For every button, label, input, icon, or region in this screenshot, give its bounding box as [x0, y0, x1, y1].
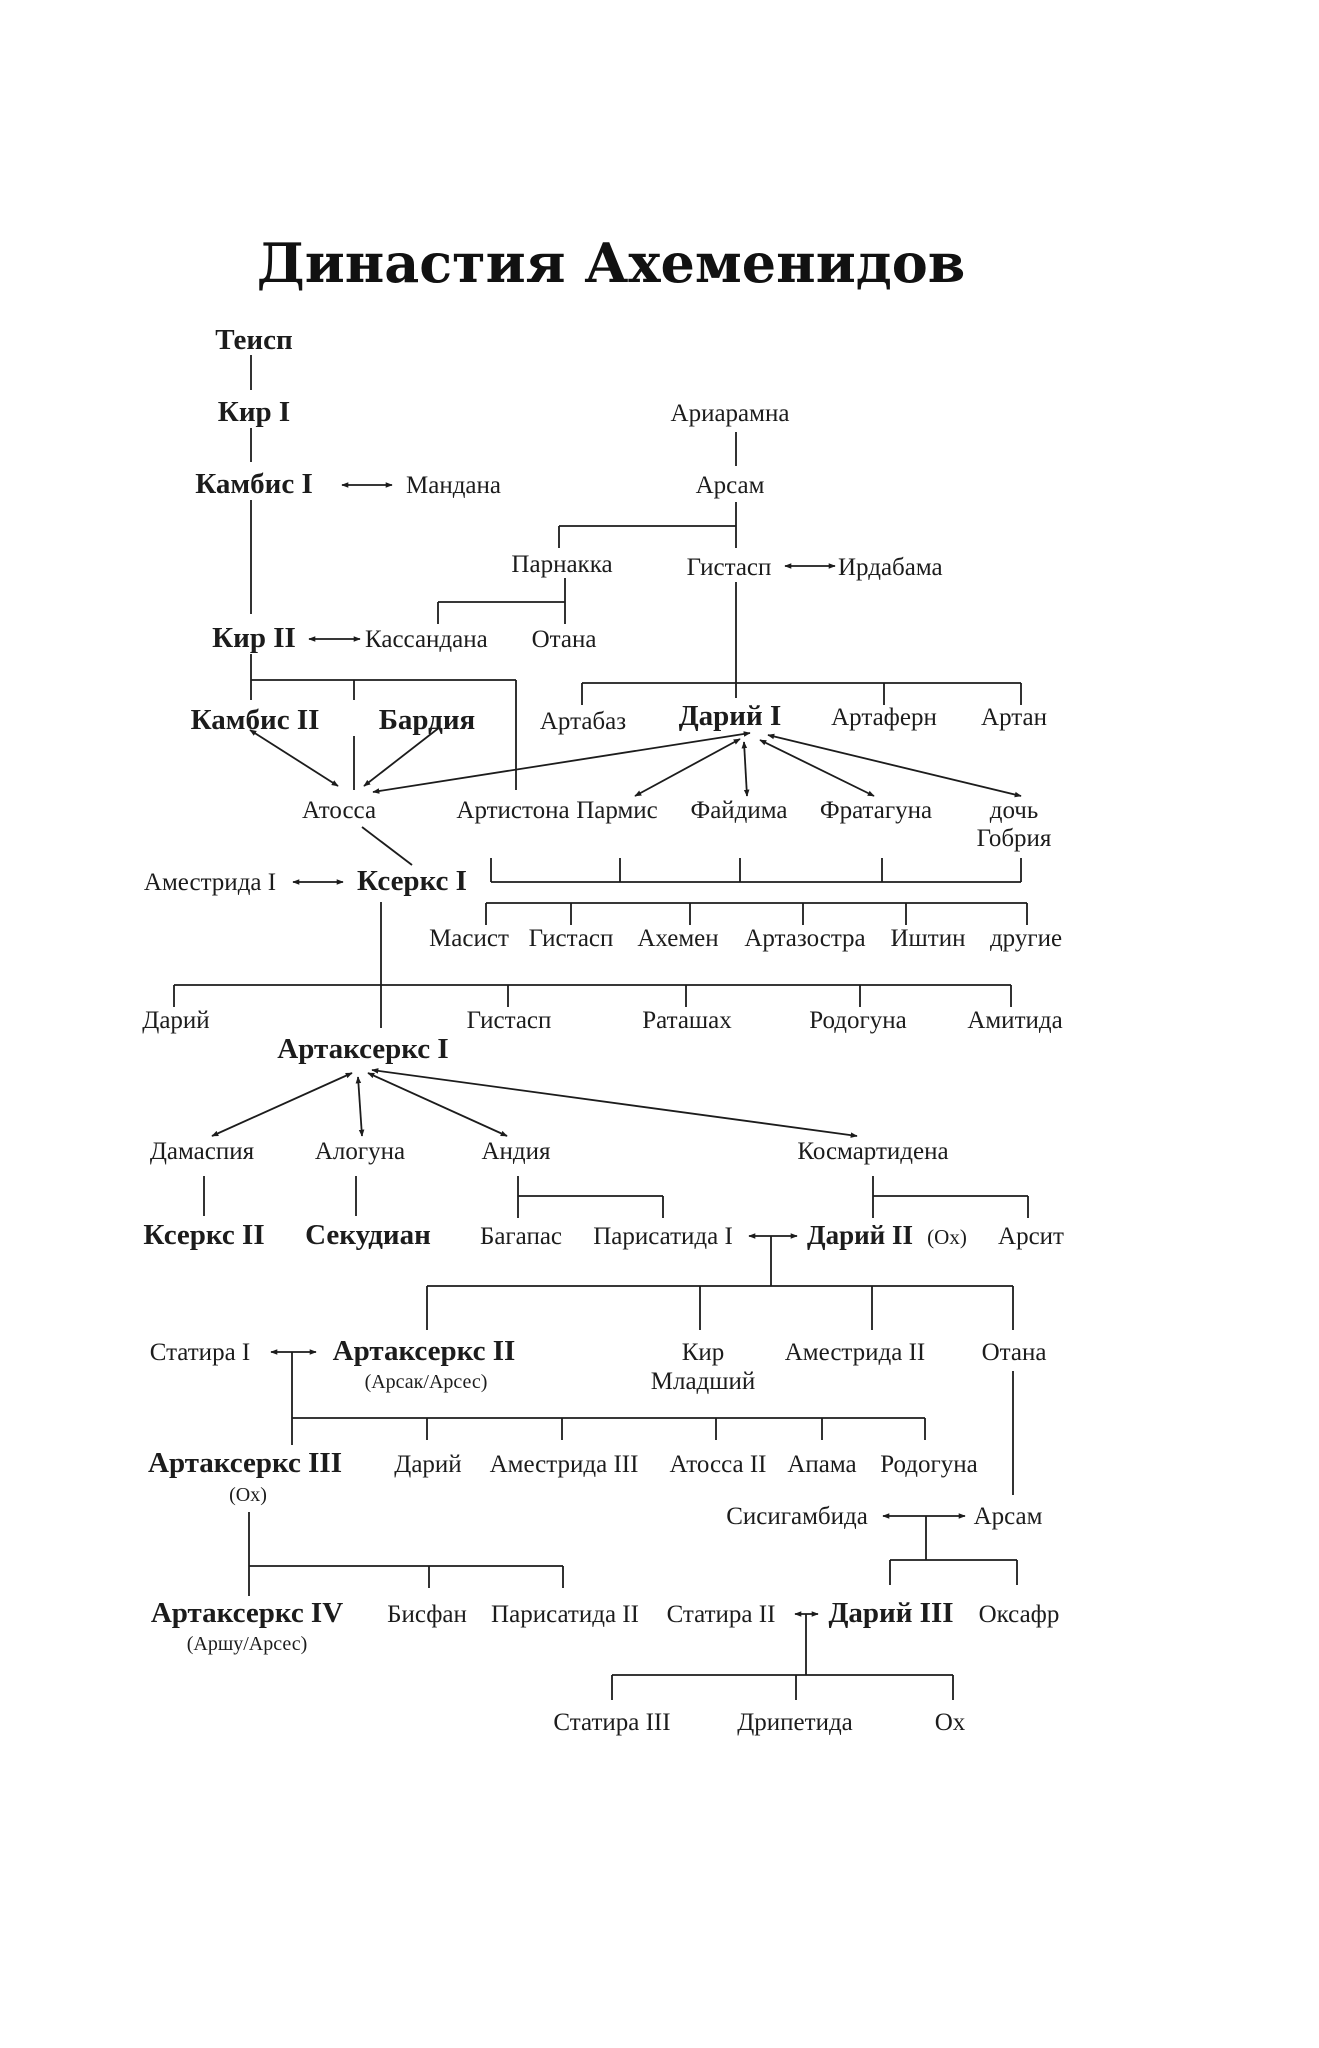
- person-darij-son: Дарий: [142, 1007, 209, 1034]
- person-amestrida-2: Аместрида II: [785, 1339, 926, 1366]
- person-artazostra: Артазостра: [744, 925, 865, 952]
- person-parmis: Пармис: [576, 797, 658, 824]
- person-artakserks-4: Артаксеркс IV: [151, 1597, 343, 1629]
- person-kambis-2: Камбис II: [191, 704, 320, 736]
- person-kosmartidena: Космартидена: [797, 1138, 948, 1165]
- person-gistasp-b: Гистасп: [529, 925, 614, 952]
- wife-arrows: [211, 726, 1022, 1138]
- person-statira-3: Статира III: [553, 1709, 670, 1736]
- person-sisigambida: Сисигамбида: [726, 1503, 868, 1530]
- person-artakserks-1: Артаксеркс I: [277, 1033, 448, 1065]
- person-kir-mladshij: Кир: [682, 1339, 725, 1366]
- marriage-arrows: [270, 482, 966, 1617]
- person-darij-3: Дарий III: [828, 1597, 953, 1629]
- person-artakserks-2: Артаксеркс II: [333, 1335, 516, 1367]
- person-darij-1: Дарий I: [679, 700, 782, 732]
- person-parnakka: Парнакка: [511, 551, 612, 578]
- person-bisfan: Бисфан: [387, 1601, 467, 1628]
- person-parisatida-1: Парисатида I: [593, 1223, 733, 1250]
- person-doch-gobriya: дочь: [990, 797, 1039, 824]
- person-apama: Апама: [787, 1451, 856, 1478]
- person-artabaz: Артабаз: [540, 708, 626, 735]
- person-artakserks-3: Артаксеркс III: [148, 1447, 342, 1479]
- person-amestrida-1: Аместрида I: [144, 869, 276, 896]
- person-statira-1: Статира I: [150, 1339, 251, 1366]
- person-andiya: Андия: [481, 1138, 551, 1165]
- person-artakserks-4-note: (Аршу/Арсес): [187, 1633, 308, 1655]
- person-otana: Отана: [532, 626, 597, 653]
- person-amestrida-3: Аместрида III: [490, 1451, 639, 1478]
- person-statira-2: Статира II: [667, 1601, 776, 1628]
- person-kir-2: Кир II: [212, 622, 296, 654]
- person-damaspiya: Дамаспия: [150, 1138, 255, 1165]
- person-oh: Ох: [935, 1709, 966, 1736]
- person-oksafr: Оксафр: [979, 1601, 1060, 1628]
- person-ahemen: Ахемен: [637, 925, 718, 952]
- person-bagapas: Багапас: [480, 1223, 562, 1250]
- person-rodoguna-b: Родогуна: [880, 1451, 978, 1478]
- person-sekudian: Секудиан: [305, 1219, 431, 1251]
- person-arsam: Арсам: [696, 472, 765, 499]
- person-kambis-1: Камбис I: [195, 468, 313, 500]
- person-ishtin: Иштин: [891, 925, 966, 952]
- person-parisatida-2: Парисатида II: [491, 1601, 639, 1628]
- person-teisp: Теисп: [215, 324, 292, 356]
- person-darij-2-note: (Ох): [927, 1225, 967, 1249]
- person-ratashah: Раташах: [642, 1007, 732, 1034]
- person-dripetida: Дрипетида: [737, 1709, 853, 1736]
- person-fratagina: Фратагуна: [820, 797, 932, 824]
- person-atossa-2: Атосса II: [669, 1451, 766, 1478]
- person-darij-b: Дарий: [394, 1451, 461, 1478]
- person-artan: Артан: [981, 704, 1047, 731]
- person-gistasp: Гистасп: [687, 554, 772, 581]
- person-aloguna: Алогуна: [315, 1138, 405, 1165]
- person-atossa: Атосса: [302, 797, 376, 824]
- person-kir-1: Кир I: [218, 396, 290, 428]
- person-mandana: Мандана: [406, 472, 501, 499]
- person-kserks-2: Ксеркс II: [143, 1219, 264, 1251]
- person-arsam-2: Арсам: [974, 1503, 1043, 1530]
- connector-lines: [173, 355, 1029, 1700]
- person-kir-mladshij-line2: Младший: [651, 1368, 756, 1395]
- person-arsit: Арсит: [998, 1223, 1064, 1250]
- page-title: Династия Ахеменидов: [257, 231, 966, 295]
- person-bardiya: Бардия: [379, 704, 476, 736]
- person-labels: Теисп Кир I Ариарамна Камбис I Мандана А…: [142, 324, 1064, 1736]
- person-ariaramna: Ариарамна: [671, 400, 790, 427]
- person-drugie: другие: [990, 925, 1062, 952]
- person-artakserks-2-note: (Арсак/Арсес): [365, 1371, 488, 1393]
- person-doch-gobriya-line2: Гобрия: [977, 825, 1052, 852]
- person-gistasp-c: Гистасп: [467, 1007, 552, 1034]
- person-otana-2: Отана: [982, 1339, 1047, 1366]
- person-kserks-1: Ксеркс I: [357, 865, 467, 897]
- person-amitida: Амитида: [967, 1007, 1062, 1034]
- person-kassandana: Кассандана: [365, 626, 488, 653]
- person-artakserks-3-note: (Ох): [229, 1484, 267, 1506]
- person-irdabama: Ирдабама: [838, 554, 943, 581]
- person-artafern: Артаферн: [831, 704, 937, 731]
- person-artistona: Артистона: [456, 797, 569, 824]
- person-masist: Масист: [429, 925, 509, 952]
- person-fajdima: Файдима: [690, 797, 787, 824]
- person-darij-2: Дарий II: [807, 1220, 913, 1250]
- person-rodoguna-a: Родогуна: [809, 1007, 907, 1034]
